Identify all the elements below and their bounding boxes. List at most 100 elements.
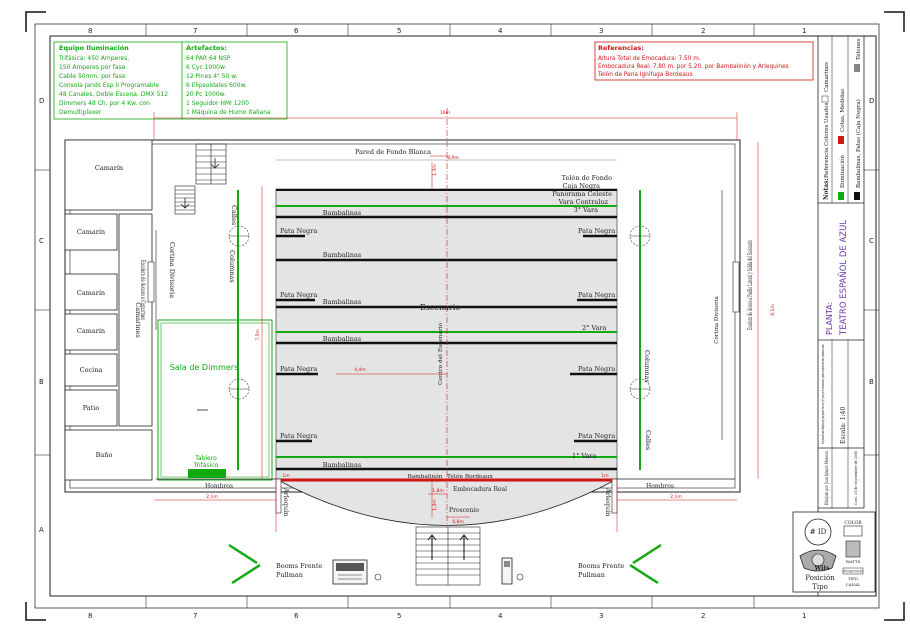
trifasico-label: Trifásico <box>193 462 219 469</box>
up-arrow-icon <box>459 534 469 560</box>
equipo-line: Dimmers 48 Ch. por 4 Kw. con <box>59 100 150 107</box>
booms-right-label: Booms Frente <box>578 562 624 570</box>
artefactos-line: 12 Pines 4" 50 w. <box>186 73 238 80</box>
notes-telones: Telones <box>856 39 862 60</box>
notes-camarines: Camarines <box>824 62 830 92</box>
columnas-right: Columnas <box>643 350 651 383</box>
grid-column-labels: 8 7 6 5 4 3 2 1 8 7 6 5 4 3 2 1 <box>88 27 806 620</box>
equipo-line: Consola Jands Esp II Programable <box>59 82 159 89</box>
legend-posicion-small: POSICION <box>843 570 863 574</box>
vara1-label: 1° Vara <box>572 452 597 460</box>
proscenio-label: Proscenio <box>449 507 479 514</box>
notes-header: Notas: <box>823 178 830 200</box>
embocadura-label: Embocadura Real <box>453 486 507 493</box>
arlequin-left-box <box>275 478 282 514</box>
proscenio-arc <box>275 478 618 526</box>
vara3-label: 3° Vara <box>574 206 599 214</box>
tablero-label: Tablero <box>194 455 217 462</box>
followspot-icon-right <box>516 573 524 581</box>
col-label: 3 <box>599 612 603 620</box>
escala-label: Escala: 1:40 <box>840 407 847 444</box>
row-label: B <box>869 378 874 386</box>
room-cocina: Cocina <box>80 366 103 374</box>
equipo-line: 150 Amperes por fase <box>59 64 126 71</box>
booms-left <box>228 543 261 585</box>
bambalinon-label: Bambalinón <box>407 473 442 480</box>
artefactos-line: 1 Seguidor HMI 1200 <box>186 100 249 107</box>
legend-posicion: Posición <box>805 574 835 582</box>
room-camarines-label: Camarines <box>134 302 142 337</box>
fecha: Cont. 31 de Septiembre de 2006 <box>853 451 858 505</box>
referencias-line: Embocadura Real: 7.80 m. por 5.20. por B… <box>598 63 789 70</box>
artefactos-line: 64 PAR 64 NSP <box>186 55 231 62</box>
referencias-line: Telón de Pana Ignífuga Bordeaux <box>597 71 693 78</box>
red-swatch <box>838 136 844 144</box>
escalera-pasillo-stair <box>732 261 740 313</box>
panorama-label: Panorama Celeste <box>552 190 612 198</box>
pata-negra-label: Pata Negra <box>578 227 615 235</box>
referencias-box <box>594 41 814 81</box>
dim-21m-right: 2,1m <box>670 494 682 500</box>
dim-16m: 16m <box>440 110 450 116</box>
bambalinas-label: Bambalinas <box>323 251 361 259</box>
legend-id-circle <box>804 518 832 546</box>
equipo-line: 48 Canales. Doble Escena. DMX 512 <box>59 91 168 98</box>
col-label: 3 <box>599 27 603 35</box>
pata-negra-label: Pata Negra <box>578 432 615 440</box>
dim-18m: 1,8m <box>432 488 444 494</box>
col-label: 4 <box>498 612 503 620</box>
escalera-camarines-stair <box>147 261 155 303</box>
col-label: 6 <box>294 27 299 35</box>
pullman-right-label: Pullman <box>578 571 605 579</box>
front-steps <box>415 526 481 586</box>
col-label: 8 <box>88 27 92 35</box>
room-camarin-4: Camarín <box>77 327 105 335</box>
calles-right: Calles <box>644 430 652 450</box>
black-swatch <box>854 192 860 200</box>
col-label: 7 <box>193 27 197 35</box>
dim-13m-bottom: 1,3m <box>432 499 438 511</box>
dimmer-pack-icon <box>501 557 513 585</box>
tablero-box <box>188 469 226 478</box>
notes-ref: Referencia Colores Usados <box>824 102 830 178</box>
equipo-line: Trifásica: 450 Amperes. <box>58 55 129 62</box>
escalera-camarines: Escalera de Acceso a Camarines <box>139 260 147 320</box>
row-label: D <box>39 97 44 105</box>
equipo-box <box>53 41 288 120</box>
dim-89m: 8,9m <box>447 155 459 161</box>
row-label: C <box>869 237 874 245</box>
col-label: 1 <box>802 27 806 35</box>
inner-frame <box>49 35 877 597</box>
notes-cotas: Cotas, Medidas <box>840 89 846 132</box>
centro-label: Centro del Escenario <box>438 322 444 385</box>
camarines-block <box>64 139 153 481</box>
col-label: 4 <box>498 27 503 35</box>
dibujado-label: Dibujado por: Juan Ignacio Mouesca <box>824 451 830 505</box>
telon-fondo-label: Telón de Fondo <box>562 174 612 182</box>
arlequin-left: Arlequín <box>282 487 290 516</box>
col-label: 6 <box>294 612 299 620</box>
col-label: 5 <box>397 612 401 620</box>
room-camarin-1: Camarín <box>95 164 123 172</box>
referencias-line: Altura Total de Emocadura: 7.50 m. <box>598 56 701 62</box>
pata-negra-label: Pata Negra <box>280 365 317 373</box>
hombros-left-label: Hombros <box>205 483 233 490</box>
notes-col-2: Iluminación Cotas, Medidas <box>838 89 846 200</box>
bambalinas-label: Bambalinas <box>323 209 361 217</box>
stair-arrow-icon <box>210 158 220 169</box>
copyright-text: Este plano ha sido dibujado por Juan Ign… <box>820 344 825 444</box>
columnas-left: Columnas <box>228 250 236 283</box>
room-camarin-2: Camarín <box>77 228 105 236</box>
booms-right <box>629 543 662 585</box>
hombros-right-label: Hombros <box>646 483 674 490</box>
legend-wits: Wits <box>813 565 830 572</box>
pata-negra-label: Pata Negra <box>280 432 317 440</box>
fecha-label: Cont. 31 de Septiembre de 2006 <box>853 451 858 505</box>
arlequin-right: Arlequín <box>604 487 612 516</box>
pata-negra-label: Pata Negra <box>578 291 615 299</box>
room-patio: Patio <box>83 404 100 412</box>
dim-21m-left: 2,1m <box>206 494 218 500</box>
bambalinas-label: Bambalinas <box>323 298 361 306</box>
dim-81m: 8,1m <box>770 304 776 316</box>
pullman-left-label: Pullman <box>276 571 303 579</box>
